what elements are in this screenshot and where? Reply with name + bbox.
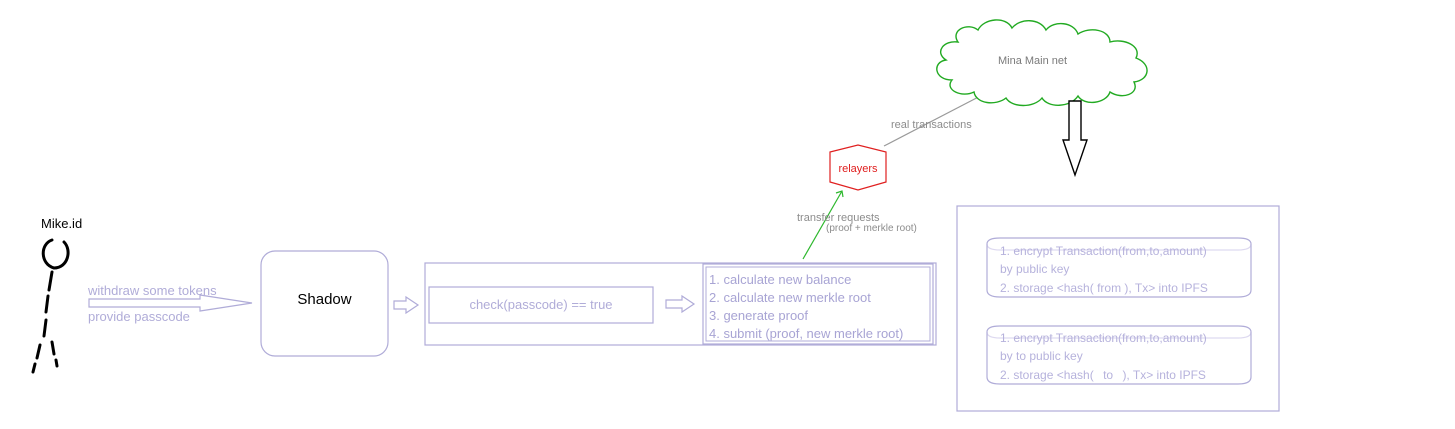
storage-container xyxy=(956,205,1280,412)
passcode-label: provide passcode xyxy=(88,309,190,324)
step-item: 3. generate proof xyxy=(709,308,809,323)
storage-2-line-1: 1. encrypt Transaction(from,to,amount) xyxy=(1000,331,1207,345)
shadow-label: Shadow xyxy=(297,291,352,308)
transfer-arrow xyxy=(802,190,844,260)
storage-1-key: from xyxy=(1097,281,1122,295)
transfer-detail-label: (proof + merkle root) xyxy=(826,223,917,234)
steps-box xyxy=(702,263,934,345)
actor-name: Mike.id xyxy=(41,216,83,231)
storage-2-suffix: ), Tx> into IPFS xyxy=(1122,368,1206,382)
transfer-requests-label: transfer requests xyxy=(797,212,880,224)
relayers-hexagon xyxy=(829,144,887,191)
storage-1-prefix: 2. storage <hash( xyxy=(1000,281,1094,295)
step-item: 2. calculate new merkle root xyxy=(709,290,871,305)
storage-1-line-3: 2. storage <hash( from ), Tx> into IPFS xyxy=(1000,281,1208,295)
storage-1-line-1: 1. encrypt Transaction(from,to,amount) xyxy=(1000,244,1207,258)
step-item: 1. calculate new balance xyxy=(709,272,852,287)
down-arrow-icon xyxy=(1062,100,1088,178)
relayers-label: relayers xyxy=(838,163,878,175)
storage-1-line-2: by public key xyxy=(1000,262,1070,276)
withdraw-arrow xyxy=(88,294,253,312)
stick-figure-icon xyxy=(31,238,70,374)
storage-2-key: to xyxy=(1103,368,1114,382)
check-label: check(passcode) == true xyxy=(469,297,613,312)
withdraw-label: withdraw some tokens xyxy=(88,283,217,298)
steps-box-inner-border xyxy=(705,266,931,342)
shadow-box xyxy=(260,250,389,357)
check-to-steps-arrow xyxy=(665,294,696,314)
storage-2-line-2: by to public key xyxy=(1000,349,1083,363)
storage-1-suffix: ), Tx> into IPFS xyxy=(1124,281,1208,295)
check-box xyxy=(428,286,654,324)
shadow-to-process-arrow xyxy=(393,295,420,315)
mina-cloud-icon xyxy=(936,19,1148,107)
process-container xyxy=(424,262,937,346)
storage-2-prefix: 2. storage <hash( xyxy=(1000,368,1094,382)
storage-2-line-3: 2. storage <hash( to ), Tx> into IPFS xyxy=(1000,368,1206,382)
real-transactions-label: real transactions xyxy=(891,119,972,131)
mina-label: Mina Main net xyxy=(998,55,1068,67)
step-item: 4. submit (proof, new merkle root) xyxy=(709,326,904,341)
storage-cylinder-2 xyxy=(986,325,1252,385)
storage-cylinder-1 xyxy=(986,237,1252,298)
